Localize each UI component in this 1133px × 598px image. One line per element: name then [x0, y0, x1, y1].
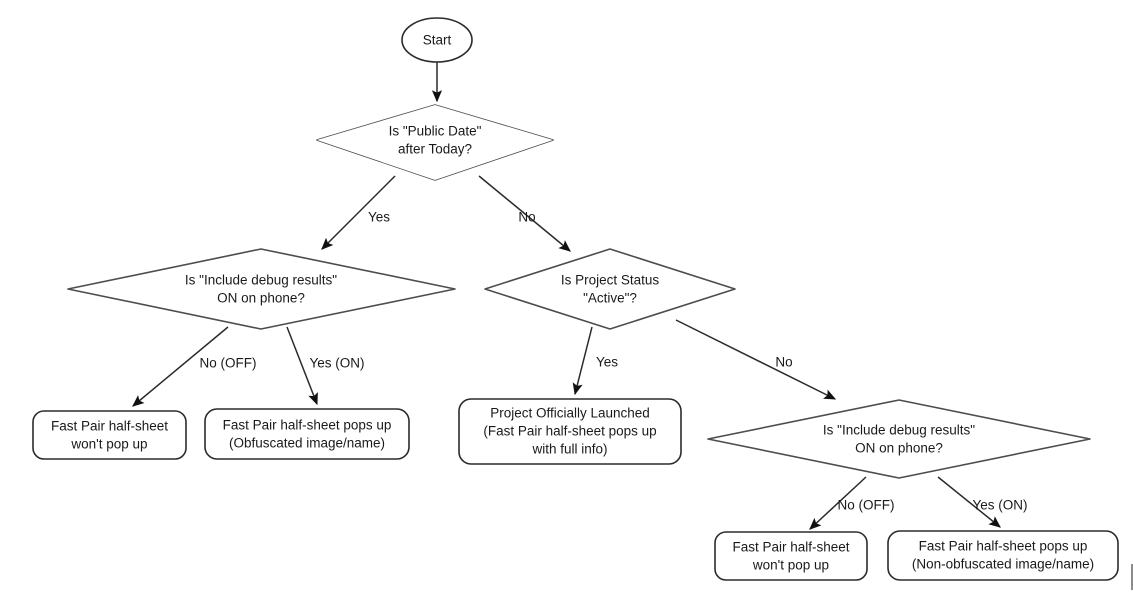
- terminal-launched-shape: [458, 398, 682, 465]
- node-terminal-left-off[interactable]: Fast Pair half-sheet won't pop up: [32, 410, 187, 460]
- edge-project-status-yes: [572, 326, 593, 396]
- terminal-left-on-line2: (Obfuscated image/name): [229, 436, 385, 451]
- edge-label-debug-right-yes: Yes (ON): [972, 498, 1027, 513]
- start-ellipse-shape: [401, 17, 473, 63]
- terminal-left-on-shape: [204, 408, 410, 460]
- node-terminal-right-off[interactable]: Fast Pair half-sheet won't pop up: [714, 531, 868, 581]
- node-terminal-launched[interactable]: Project Officially Launched (Fast Pair h…: [458, 398, 682, 465]
- edge-label-public-date-no: No: [518, 210, 535, 225]
- terminal-left-off-shape: [32, 410, 187, 460]
- terminal-left-on-line1: Fast Pair half-sheet pops up: [223, 418, 392, 433]
- edge-debug-right-yes: [937, 476, 1001, 528]
- edge-label-debug-right-no: No (OFF): [838, 498, 895, 513]
- edge-label-debug-left-yes: Yes (ON): [309, 356, 364, 371]
- edge-label-project-status-yes: Yes: [596, 355, 618, 370]
- terminal-right-on-shape: [887, 530, 1119, 581]
- terminal-right-on-line2: (Non-obfuscated image/name): [912, 557, 1094, 572]
- node-start[interactable]: Start: [401, 17, 473, 63]
- public-date-line1: Is "Public Date": [389, 124, 482, 139]
- debug-right-line1: Is "Include debug results": [823, 423, 975, 438]
- edge-debug-left-no: [132, 326, 229, 407]
- start-label: Start: [423, 33, 452, 48]
- debug-right-line2: ON on phone?: [855, 441, 943, 456]
- edge-label-public-date-yes: Yes: [368, 210, 390, 225]
- debug-left-diamond-shape: [67, 248, 456, 330]
- node-decision-project-status[interactable]: Is Project Status "Active"?: [484, 248, 736, 330]
- debug-right-diamond-shape: [707, 399, 1091, 479]
- edge-labels-group: Yes No No (OFF) Yes (ON) Yes No No (OFF)…: [200, 210, 1028, 513]
- terminal-right-on-line1: Fast Pair half-sheet pops up: [919, 539, 1088, 554]
- project-status-line2: "Active"?: [583, 291, 637, 306]
- terminal-left-off-line2: won't pop up: [70, 437, 147, 452]
- project-status-line1: Is Project Status: [561, 273, 660, 288]
- node-decision-debug-left[interactable]: Is "Include debug results" ON on phone?: [67, 248, 456, 330]
- node-decision-debug-right[interactable]: Is "Include debug results" ON on phone?: [707, 399, 1091, 479]
- terminal-launched-line3: with full info): [531, 442, 607, 457]
- edge-project-status-no: [675, 319, 837, 400]
- edges-group: [132, 62, 1001, 530]
- public-date-diamond-shape: [316, 104, 554, 181]
- terminal-right-off-line1: Fast Pair half-sheet: [732, 540, 849, 555]
- edge-label-project-status-no: No: [775, 355, 792, 370]
- terminal-left-off-line1: Fast Pair half-sheet: [51, 419, 168, 434]
- edge-debug-right-no: [809, 476, 867, 530]
- terminal-right-off-shape: [714, 531, 868, 581]
- edge-debug-left-yes: [286, 326, 318, 406]
- page-edge-marker: [1131, 564, 1133, 590]
- public-date-line2: after Today?: [398, 142, 472, 157]
- terminal-launched-line2: (Fast Pair half-sheet pops up: [483, 424, 656, 439]
- debug-left-line2: ON on phone?: [217, 291, 305, 306]
- node-decision-public-date[interactable]: Is "Public Date" after Today?: [316, 104, 554, 181]
- node-terminal-left-on[interactable]: Fast Pair half-sheet pops up (Obfuscated…: [204, 408, 410, 460]
- edge-public-date-yes: [321, 175, 396, 250]
- project-status-diamond-shape: [484, 248, 736, 330]
- node-terminal-right-on[interactable]: Fast Pair half-sheet pops up (Non-obfusc…: [887, 530, 1119, 581]
- debug-left-line1: Is "Include debug results": [185, 273, 337, 288]
- terminal-launched-line1: Project Officially Launched: [490, 406, 650, 421]
- terminal-right-off-line2: won't pop up: [752, 558, 829, 573]
- edge-public-date-no: [478, 175, 571, 252]
- edge-label-debug-left-no: No (OFF): [200, 356, 257, 371]
